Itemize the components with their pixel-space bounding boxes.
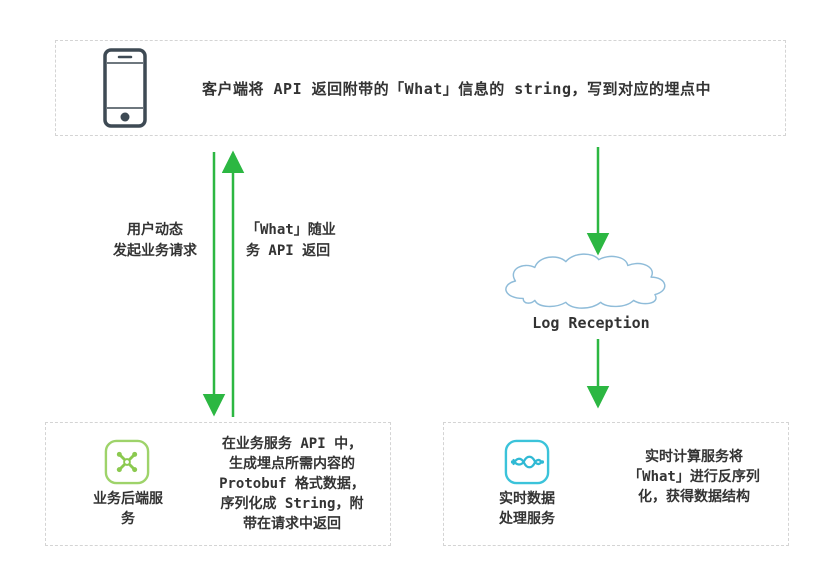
backend-service-icon [104,439,150,489]
smartphone-icon [102,48,148,128]
backend-service-label: 业务后端服 务 [93,491,163,527]
cloud-label: Log Reception [532,314,650,332]
request-label: 用户动态 发起业务请求 [113,222,197,259]
backend-service-description: 在业务服务 API 中， 生成埋点所需内容的 Protobuf 格式数据， 序列… [219,436,365,532]
cloud-icon [490,250,692,312]
backend-service-box: 业务后端服 务 在业务服务 API 中， 生成埋点所需内容的 Protobuf … [45,422,391,546]
realtime-service-description: 实时计算服务将 「What」进行反序列 化，获得数据结构 [628,449,760,505]
realtime-service-label: 实时数据 处理服务 [499,491,555,527]
realtime-service-icon [504,439,550,489]
client-box-text: 客户端将 API 返回附带的「What」信息的 string，写到对应的埋点中 [202,79,711,98]
realtime-service-box: 实时数据 处理服务 实时计算服务将 「What」进行反序列 化，获得数据结构 [443,422,789,546]
client-box: 客户端将 API 返回附带的「What」信息的 string，写到对应的埋点中 [55,40,786,136]
response-label: 「What」随业 务 API 返回 [246,222,336,259]
